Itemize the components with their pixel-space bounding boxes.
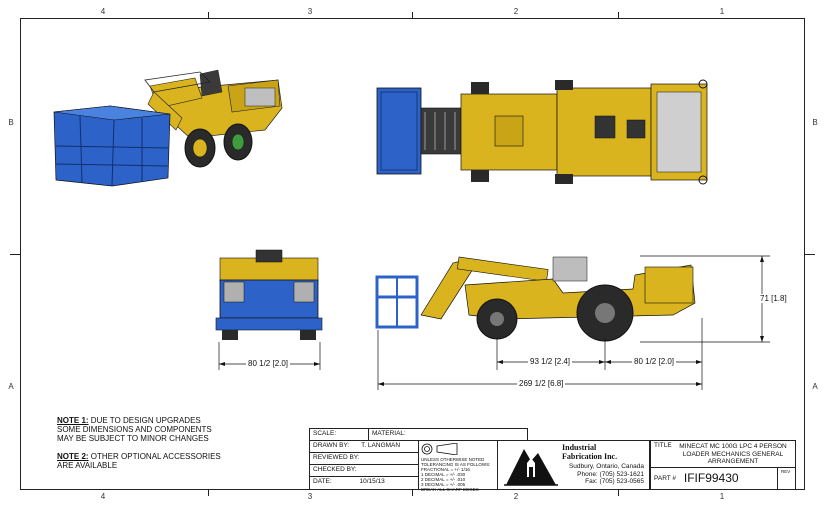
company-block: Industrial Fabrication Inc. Sudbury, Ont… (498, 440, 650, 490)
dim-overall-length: 269 1/2 [6.8] (517, 379, 566, 388)
tolerance-cell: UNLESS OTHERWISE NOTED TOLERANCING IS AS… (418, 440, 498, 492)
zone-left-a: A (8, 382, 14, 391)
zone-tick (208, 490, 209, 496)
part-number: IFIF99430 (683, 471, 739, 485)
dim-rear-overhang: 80 1/2 [2.0] (632, 357, 677, 366)
title-line-1: MINECAT MC 100G LPC 4 PERSON (679, 443, 787, 450)
drawn-by-value: T. LANGMAN (361, 442, 401, 449)
rev-cell: REV (777, 467, 796, 490)
zone-tick (618, 490, 619, 496)
note-2-line-2: ARE AVAILABLE (57, 461, 118, 470)
zone-bottom-4: 4 (100, 492, 106, 501)
note-2-line-1: OTHER OPTIONAL ACCESSORIES (90, 452, 221, 461)
date-cell: DATE: 10/15/13 (309, 476, 419, 490)
tolerance-line: 3 DECIMAL = +/- .005 (421, 482, 466, 487)
note-1-line-1: DUE TO DESIGN UPGRADES (90, 416, 201, 425)
reviewed-by-label: REVIEWED BY: (313, 454, 360, 461)
company-logo-icon (504, 449, 558, 486)
zone-tick (208, 12, 209, 18)
dim-front-width: 80 1/2 [2.0] (246, 359, 291, 368)
rev-label: REV (781, 469, 791, 474)
company-phone: Phone: (705) 523-1621 (577, 470, 644, 478)
zone-tick (805, 254, 815, 255)
zone-top-1: 1 (719, 7, 725, 16)
tolerance-line: 1 DECIMAL = +/- .030 (421, 472, 466, 477)
top-view (376, 79, 708, 185)
company-name-line-2: Fabrication Inc. (562, 452, 618, 461)
tolerance-line: UNLESS OTHERWISE NOTED (421, 457, 485, 462)
company-fax: Fax: (705) 523-0565 (585, 478, 644, 485)
zone-tick (412, 12, 413, 18)
dim-height: 71 [1.8] (758, 294, 789, 303)
title-line-2: LOADER MECHANICS GENERAL (682, 450, 784, 458)
zone-tick (10, 254, 20, 255)
company-name-line-1: Industrial (562, 443, 597, 452)
date-value: 10/15/13 (359, 478, 385, 485)
front-view (215, 249, 323, 340)
checked-by-label: CHECKED BY: (313, 466, 357, 473)
tolerance-line: TOLERANCING IS AS FOLLOWS: (421, 462, 491, 467)
zone-bottom-1: 1 (719, 492, 725, 501)
company-name: Industrial Fabrication Inc. (562, 443, 617, 461)
scale-label: SCALE: (313, 430, 337, 437)
drawn-by-label: DRAWN BY: (313, 442, 350, 449)
isometric-view (53, 69, 283, 187)
tolerance-line: BREAK ALL SHARP EDGES (421, 487, 479, 492)
zone-left-b: B (8, 118, 14, 127)
material-label: MATERIAL: (372, 430, 406, 437)
part-label: PART # (654, 475, 677, 482)
note-1-line-2: SOME DIMENSIONS AND COMPONENTS (57, 425, 212, 434)
title-cell: TITLE MINECAT MC 100G LPC 4 PERSON LOADE… (650, 440, 796, 468)
zone-tick (618, 12, 619, 18)
title-line-3: ARRANGEMENT (707, 458, 759, 465)
zone-bottom-2: 2 (513, 492, 519, 501)
zone-right-a: A (812, 382, 818, 391)
zone-top-4: 4 (100, 7, 106, 16)
dim-wheelbase: 93 1/2 [2.4] (528, 357, 573, 366)
zone-top-2: 2 (513, 7, 519, 16)
projection-symbol-icon (421, 442, 458, 456)
note-1: NOTE 1: DUE TO DESIGN UPGRADES SOME DIME… (57, 416, 257, 443)
zone-top-3: 3 (307, 7, 313, 16)
date-label: DATE: (313, 478, 332, 485)
note-2-label: NOTE 2: (57, 452, 89, 461)
zone-right-b: B (812, 118, 818, 127)
part-cell: PART # IFIF99430 (650, 467, 778, 490)
zone-tick (412, 490, 413, 496)
company-city: Sudbury, Ontario, Canada (568, 463, 644, 470)
zone-bottom-3: 3 (307, 492, 313, 501)
title-label: TITLE (654, 442, 672, 449)
note-2: NOTE 2: OTHER OPTIONAL ACCESSORIES ARE A… (57, 452, 257, 470)
company-contact: Sudbury, Ontario, Canada Phone: (705) 52… (560, 463, 644, 486)
tolerance-line: 2 DECIMAL = +/- .010 (421, 477, 466, 482)
tolerance-line: FRACTIONAL = +/- 1/16 (421, 467, 470, 472)
note-1-line-3: MAY BE SUBJECT TO MINOR CHANGES (57, 434, 209, 443)
note-1-label: NOTE 1: (57, 416, 89, 425)
drawing-title: MINECAT MC 100G LPC 4 PERSON LOADER MECH… (673, 443, 793, 466)
side-view (375, 256, 696, 342)
